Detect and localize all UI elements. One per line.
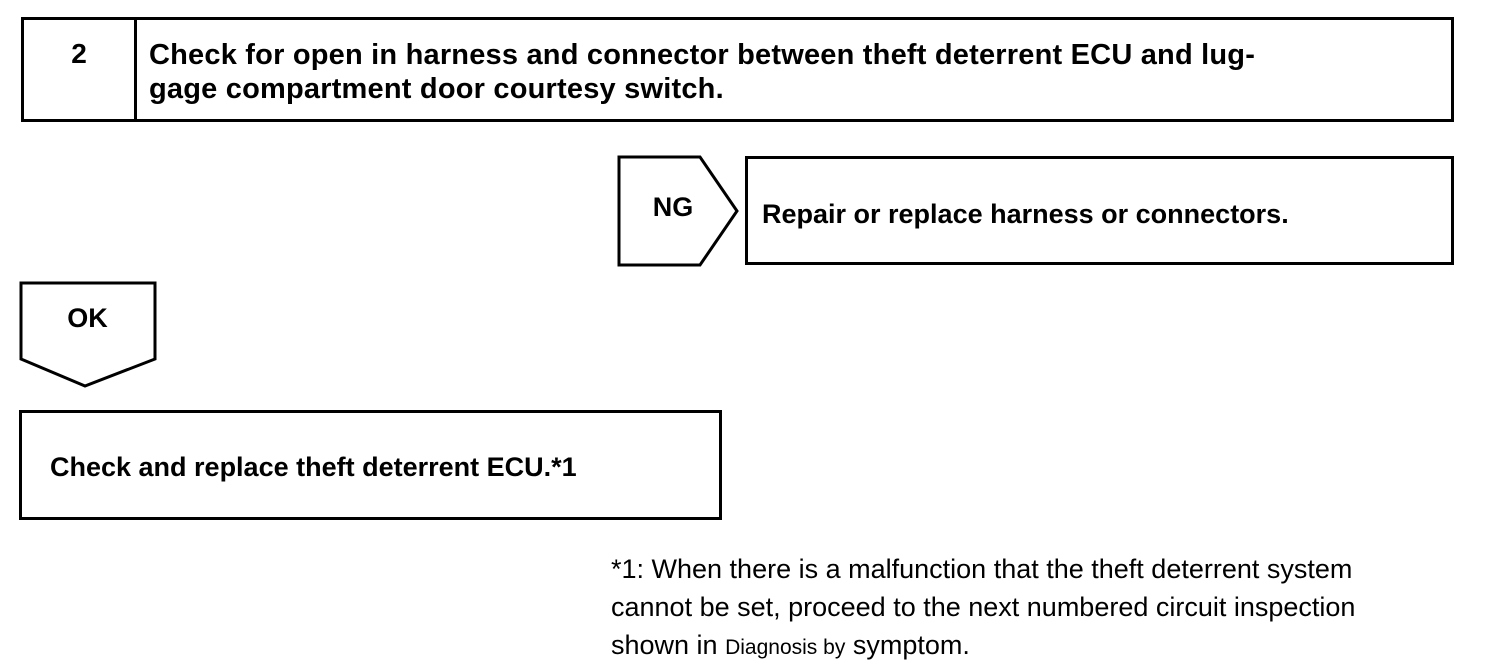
footnote-line3-prefix: shown in — [611, 630, 718, 660]
step-title-line1: Check for open in harness and connector … — [149, 39, 1256, 71]
footnote-line1: *1: When there is a malfunction that the… — [611, 554, 1353, 584]
ng-action-box: Repair or replace harness or connectors. — [745, 156, 1454, 265]
footnote-line3: shown in Diagnosis by symptom. — [611, 626, 1481, 667]
step-title: Check for open in harness and connector … — [137, 20, 1451, 119]
diagnosis-by-link[interactable]: Diagnosis by — [725, 636, 846, 659]
footnote-line3-suffix: symptom — [852, 630, 963, 660]
ng-label: NG — [652, 192, 694, 222]
step-title-line2: gage compartment door courtesy switch. — [149, 73, 724, 105]
footnote-line3-end: . — [962, 630, 970, 660]
step-header: 2 Check for open in harness and connecto… — [21, 17, 1454, 122]
step-number: 2 — [24, 20, 137, 119]
footnote: *1: When there is a malfunction that the… — [611, 550, 1481, 667]
ok-action-box: Check and replace theft deterrent ECU.*1 — [19, 410, 722, 520]
ok-label: OK — [67, 303, 108, 333]
ok-arrow-shape — [19, 281, 157, 388]
footnote-line2: cannot be set, proceed to the next numbe… — [611, 592, 1356, 622]
